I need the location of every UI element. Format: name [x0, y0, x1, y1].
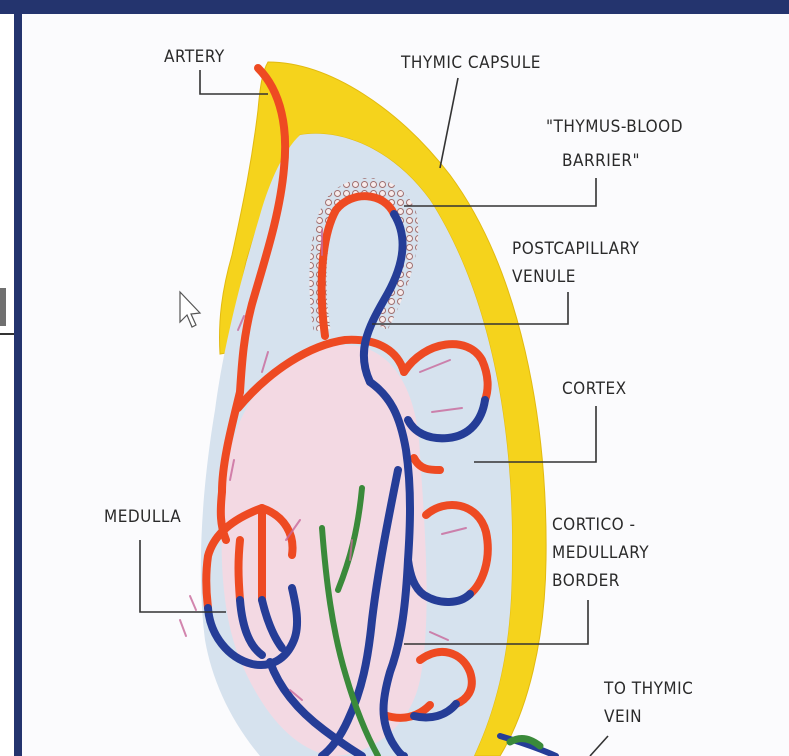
label-artery: ARTERY — [164, 47, 225, 67]
slide-left-border — [14, 14, 22, 756]
label-thymic-capsule: THYMIC CAPSULE — [400, 53, 541, 73]
label-to-thymic-vein-line2: VEIN — [604, 707, 642, 727]
slide-top-border — [0, 0, 789, 14]
label-postcapillary-venule-line1: POSTCAPILLARY — [512, 239, 640, 259]
label-to-thymic-vein-line1: TO THYMIC — [603, 679, 693, 699]
label-thymus-blood-barrier-line2: BARRIER" — [562, 151, 640, 171]
label-cortico-medullary-border-line2: MEDULLARY — [552, 543, 649, 563]
label-medulla: MEDULLA — [104, 507, 181, 527]
label-cortico-medullary-border-line3: BORDER — [552, 571, 620, 591]
label-cortico-medullary-border-line1: CORTICO - — [552, 515, 636, 535]
partial-text-fragment — [0, 288, 6, 326]
label-thymus-blood-barrier-line1: "THYMUS-BLOOD — [546, 117, 683, 137]
label-postcapillary-venule-line2: VENULE — [512, 267, 576, 287]
label-cortex: CORTEX — [562, 379, 627, 399]
